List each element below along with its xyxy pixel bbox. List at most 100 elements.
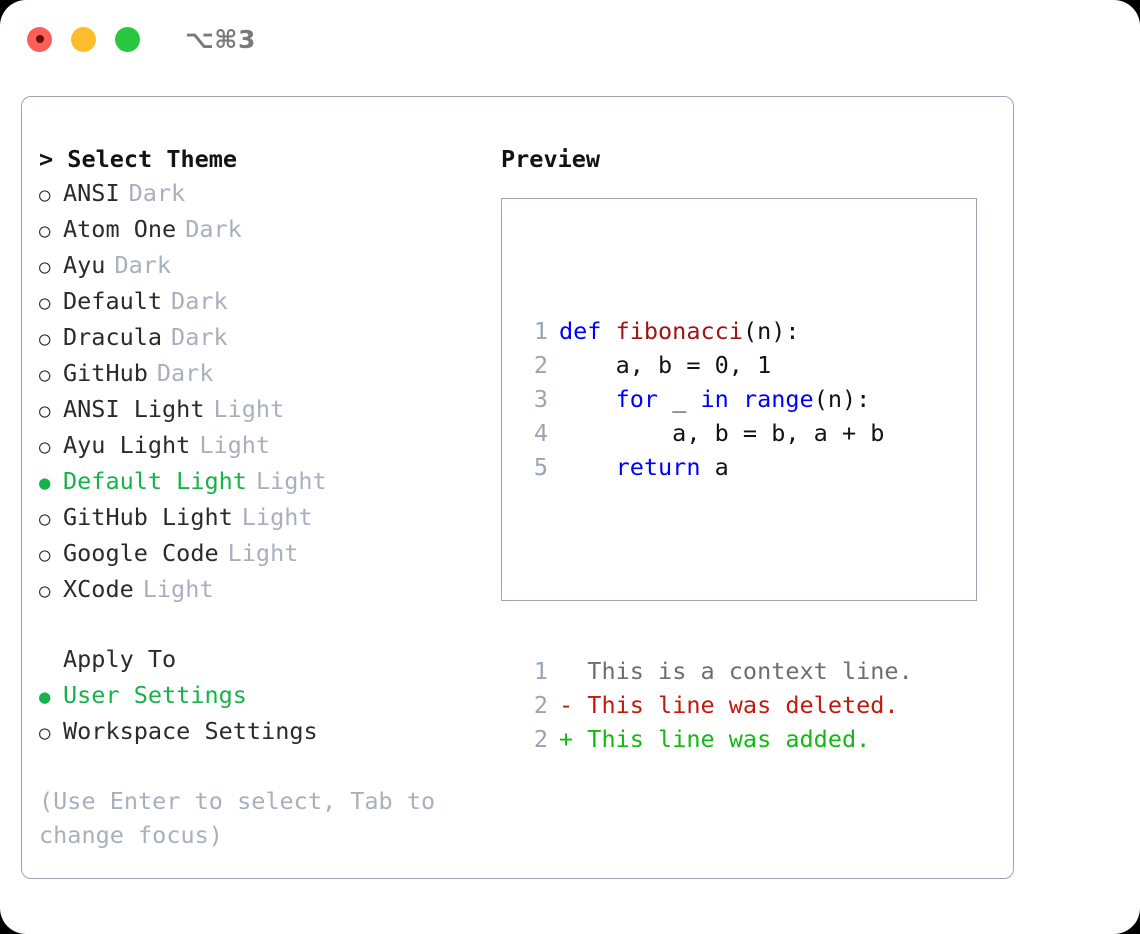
theme-option-tag: Light: [241, 503, 313, 531]
code-line-text: a, b = 0, 1: [559, 348, 772, 382]
theme-option-label: Ayu Light: [63, 431, 191, 459]
theme-option-label: Default Light: [63, 467, 247, 495]
code-blank-line: [522, 552, 913, 586]
line-number: 5: [533, 453, 548, 481]
line-number: 2: [533, 725, 548, 753]
code-line: 4 a, b = b, a + b: [522, 416, 913, 450]
theme-option-default-light[interactable]: ● Default Light Light: [39, 464, 479, 500]
theme-option-ansi[interactable]: ○ ANSI Dark: [39, 176, 479, 212]
theme-option-github-light[interactable]: ○ GitHub Light Light: [39, 500, 479, 536]
theme-option-default[interactable]: ○ Default Dark: [39, 284, 479, 320]
code-token-plain: (n):: [813, 385, 871, 413]
line-number: 4: [533, 419, 548, 447]
radio-unselected-icon[interactable]: ○: [39, 580, 51, 602]
radio-unselected-icon[interactable]: ○: [39, 184, 51, 206]
radio-unselected-icon[interactable]: ○: [39, 292, 51, 314]
diff-line: 2 + This line was added.: [522, 722, 913, 756]
close-button[interactable]: [27, 26, 52, 52]
radio-unselected-icon[interactable]: ○: [39, 722, 51, 744]
minimize-button[interactable]: [71, 26, 96, 52]
code-token-plain: a: [700, 453, 729, 481]
radio-selected-icon[interactable]: ●: [39, 686, 51, 708]
code-token-kw: return: [615, 453, 701, 481]
radio-unselected-icon[interactable]: ○: [39, 544, 51, 566]
code-token-plain: a, b = 0, 1: [559, 351, 772, 379]
section-spacer: [39, 608, 479, 642]
apply-to-option-label: Workspace Settings: [63, 717, 318, 745]
diff-line-text: This line was deleted.: [573, 691, 899, 719]
code-token-plain: a, b = b, a + b: [559, 419, 885, 447]
theme-option-github[interactable]: ○ GitHub Dark: [39, 356, 479, 392]
theme-option-ayu-light[interactable]: ○ Ayu Light Light: [39, 428, 479, 464]
theme-option-label: GitHub: [63, 359, 148, 387]
code-token-plain: _: [658, 385, 701, 413]
theme-option-tag: Light: [199, 431, 271, 459]
theme-option-tag: Dark: [128, 179, 186, 207]
code-line: 3 for _ in range(n):: [522, 382, 913, 416]
radio-unselected-icon[interactable]: ○: [39, 364, 51, 386]
radio-unselected-icon[interactable]: ○: [39, 400, 51, 422]
diff-lines: 1 This is a context line. 2- This line wa…: [522, 654, 913, 756]
radio-unselected-icon[interactable]: ○: [39, 508, 51, 530]
diff-line: 1 This is a context line.: [522, 654, 913, 688]
code-line: 2 a, b = 0, 1: [522, 348, 913, 382]
apply-to-header: Apply To: [63, 645, 177, 673]
code-token-plain: [559, 453, 616, 481]
apply-to-header-marker-placeholder: ○: [39, 644, 63, 678]
code-line-text: for _ in range(n):: [559, 382, 871, 416]
theme-option-tag: Dark: [185, 215, 242, 243]
theme-option-tag: Dark: [171, 287, 228, 315]
theme-option-tag: Light: [227, 539, 299, 567]
code-line-text: return a: [559, 450, 729, 484]
apply-to-header-row: ○ Apply To: [39, 642, 479, 678]
radio-unselected-icon[interactable]: ○: [39, 436, 51, 458]
preview-title: Preview: [501, 145, 601, 173]
line-number: 3: [533, 385, 548, 413]
diff-sign: [559, 654, 573, 688]
radio-unselected-icon[interactable]: ○: [39, 220, 51, 242]
diff-sign: +: [559, 725, 574, 753]
code-token-kw: def: [559, 317, 616, 345]
radio-unselected-icon[interactable]: ○: [39, 256, 51, 278]
maximize-button[interactable]: [115, 26, 140, 52]
theme-option-tag: Dark: [171, 323, 228, 351]
theme-option-ansi-light[interactable]: ○ ANSI Light Light: [39, 392, 479, 428]
apply-to-list[interactable]: ● User Settings ○ Workspace Settings: [39, 678, 479, 750]
theme-option-tag: Light: [213, 395, 285, 423]
apply-to-option-user-settings[interactable]: ● User Settings: [39, 678, 479, 714]
code-token-kw: range: [742, 385, 814, 413]
theme-option-label: GitHub Light: [63, 503, 233, 531]
theme-option-tag: Light: [255, 467, 327, 495]
code-token-kw: for: [615, 385, 659, 413]
apply-to-option-workspace-settings[interactable]: ○ Workspace Settings: [39, 714, 479, 750]
diff-sign: -: [559, 691, 574, 719]
radio-selected-icon[interactable]: ●: [39, 472, 51, 494]
theme-option-label: ANSI Light: [63, 395, 205, 423]
keyboard-hint: (Use Enter to select, Tab to change focu…: [39, 787, 450, 849]
code-token-fn: fibonacci: [615, 317, 743, 345]
theme-option-label: Dracula: [63, 323, 163, 351]
select-theme-header: > Select Theme: [39, 145, 238, 173]
theme-option-dracula[interactable]: ○ Dracula Dark: [39, 320, 479, 356]
theme-option-tag: Dark: [156, 359, 214, 387]
theme-option-label: Default: [63, 287, 163, 315]
code-line-text: a, b = b, a + b: [559, 416, 884, 450]
radio-unselected-icon[interactable]: ○: [39, 328, 51, 350]
theme-option-label: ANSI: [63, 179, 120, 207]
code-token-plain: [729, 385, 743, 413]
diff-line-text: This is a context line.: [573, 657, 913, 685]
apply-to-option-label: User Settings: [63, 681, 247, 709]
code-line-text: def fibonacci(n):: [559, 314, 800, 348]
diff-line-text: This line was added.: [573, 725, 871, 753]
window-titlebar: ⌥⌘3: [0, 0, 1140, 78]
